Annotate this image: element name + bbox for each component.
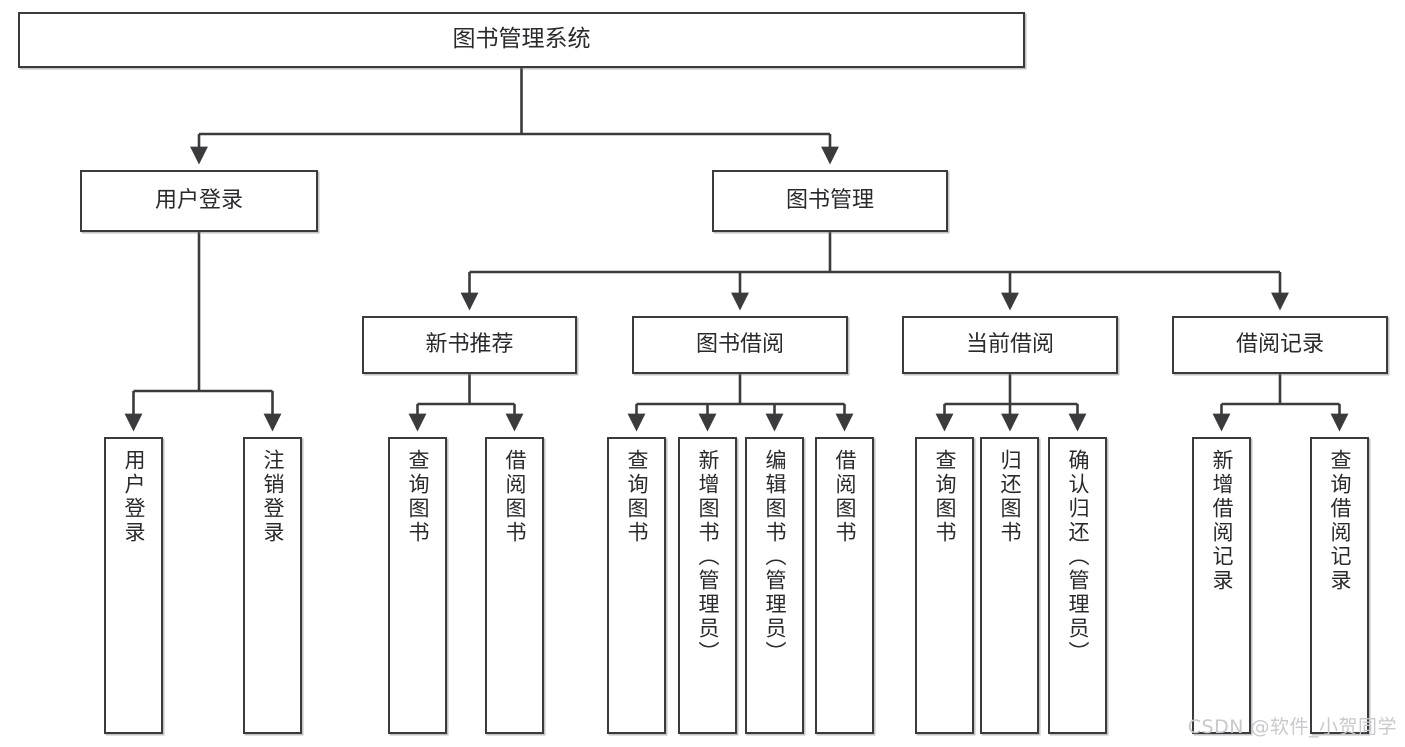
- node-label: 借阅图书: [503, 449, 527, 545]
- node-book-borrow[interactable]: 图书借阅: [632, 316, 848, 374]
- node-label: 查询图书: [933, 449, 957, 545]
- node-label: 图书管理系统: [452, 26, 591, 53]
- leaf-query-borrow-record[interactable]: 查询借阅记录: [1310, 437, 1369, 734]
- node-label: 用户登录: [122, 449, 146, 545]
- leaf-user-login[interactable]: 用户登录: [104, 437, 163, 734]
- node-label: 借阅记录: [1235, 332, 1324, 358]
- leaf-query-book-current[interactable]: 查询图书: [915, 437, 974, 734]
- node-borrow-record[interactable]: 借阅记录: [1172, 316, 1388, 374]
- node-label: 用户登录: [154, 188, 243, 214]
- leaf-logout[interactable]: 注销登录: [243, 437, 302, 734]
- leaf-add-book-admin[interactable]: 新增图书（管理员）: [678, 437, 737, 734]
- node-book-management[interactable]: 图书管理: [712, 170, 948, 232]
- node-current-borrow[interactable]: 当前借阅: [902, 316, 1118, 374]
- leaf-add-borrow-record[interactable]: 新增借阅记录: [1192, 437, 1251, 734]
- node-label: 当前借阅: [965, 332, 1054, 358]
- node-root-system[interactable]: 图书管理系统: [18, 12, 1025, 68]
- node-label: 注销登录: [261, 449, 285, 545]
- node-label: 归还图书: [998, 449, 1022, 545]
- node-label: 新增借阅记录: [1210, 449, 1234, 593]
- csdn-watermark: CSDN @软件_小贺同学: [1187, 716, 1397, 738]
- leaf-query-book-recommend[interactable]: 查询图书: [388, 437, 447, 734]
- node-new-book-recommend[interactable]: 新书推荐: [362, 316, 577, 374]
- node-label: 查询图书: [406, 449, 430, 545]
- node-label: 借阅图书: [833, 449, 857, 545]
- leaf-query-book-borrow[interactable]: 查询图书: [607, 437, 666, 734]
- node-label: 编辑图书（管理员）: [763, 449, 787, 665]
- node-label: 查询借阅记录: [1328, 449, 1352, 593]
- leaf-confirm-return-admin[interactable]: 确认归还（管理员）: [1048, 437, 1107, 734]
- leaf-edit-book-admin[interactable]: 编辑图书（管理员）: [745, 437, 804, 734]
- node-label: 图书管理: [785, 188, 874, 214]
- node-label: 新增图书（管理员）: [696, 449, 720, 665]
- leaf-return-book[interactable]: 归还图书: [980, 437, 1039, 734]
- node-user-login[interactable]: 用户登录: [80, 170, 318, 232]
- node-label: 确认归还（管理员）: [1066, 449, 1090, 665]
- node-label: 查询图书: [625, 449, 649, 545]
- leaf-borrow-book-recommend[interactable]: 借阅图书: [485, 437, 544, 734]
- node-label: 图书借阅: [695, 332, 784, 358]
- node-label: 新书推荐: [425, 332, 514, 358]
- leaf-borrow-book[interactable]: 借阅图书: [815, 437, 874, 734]
